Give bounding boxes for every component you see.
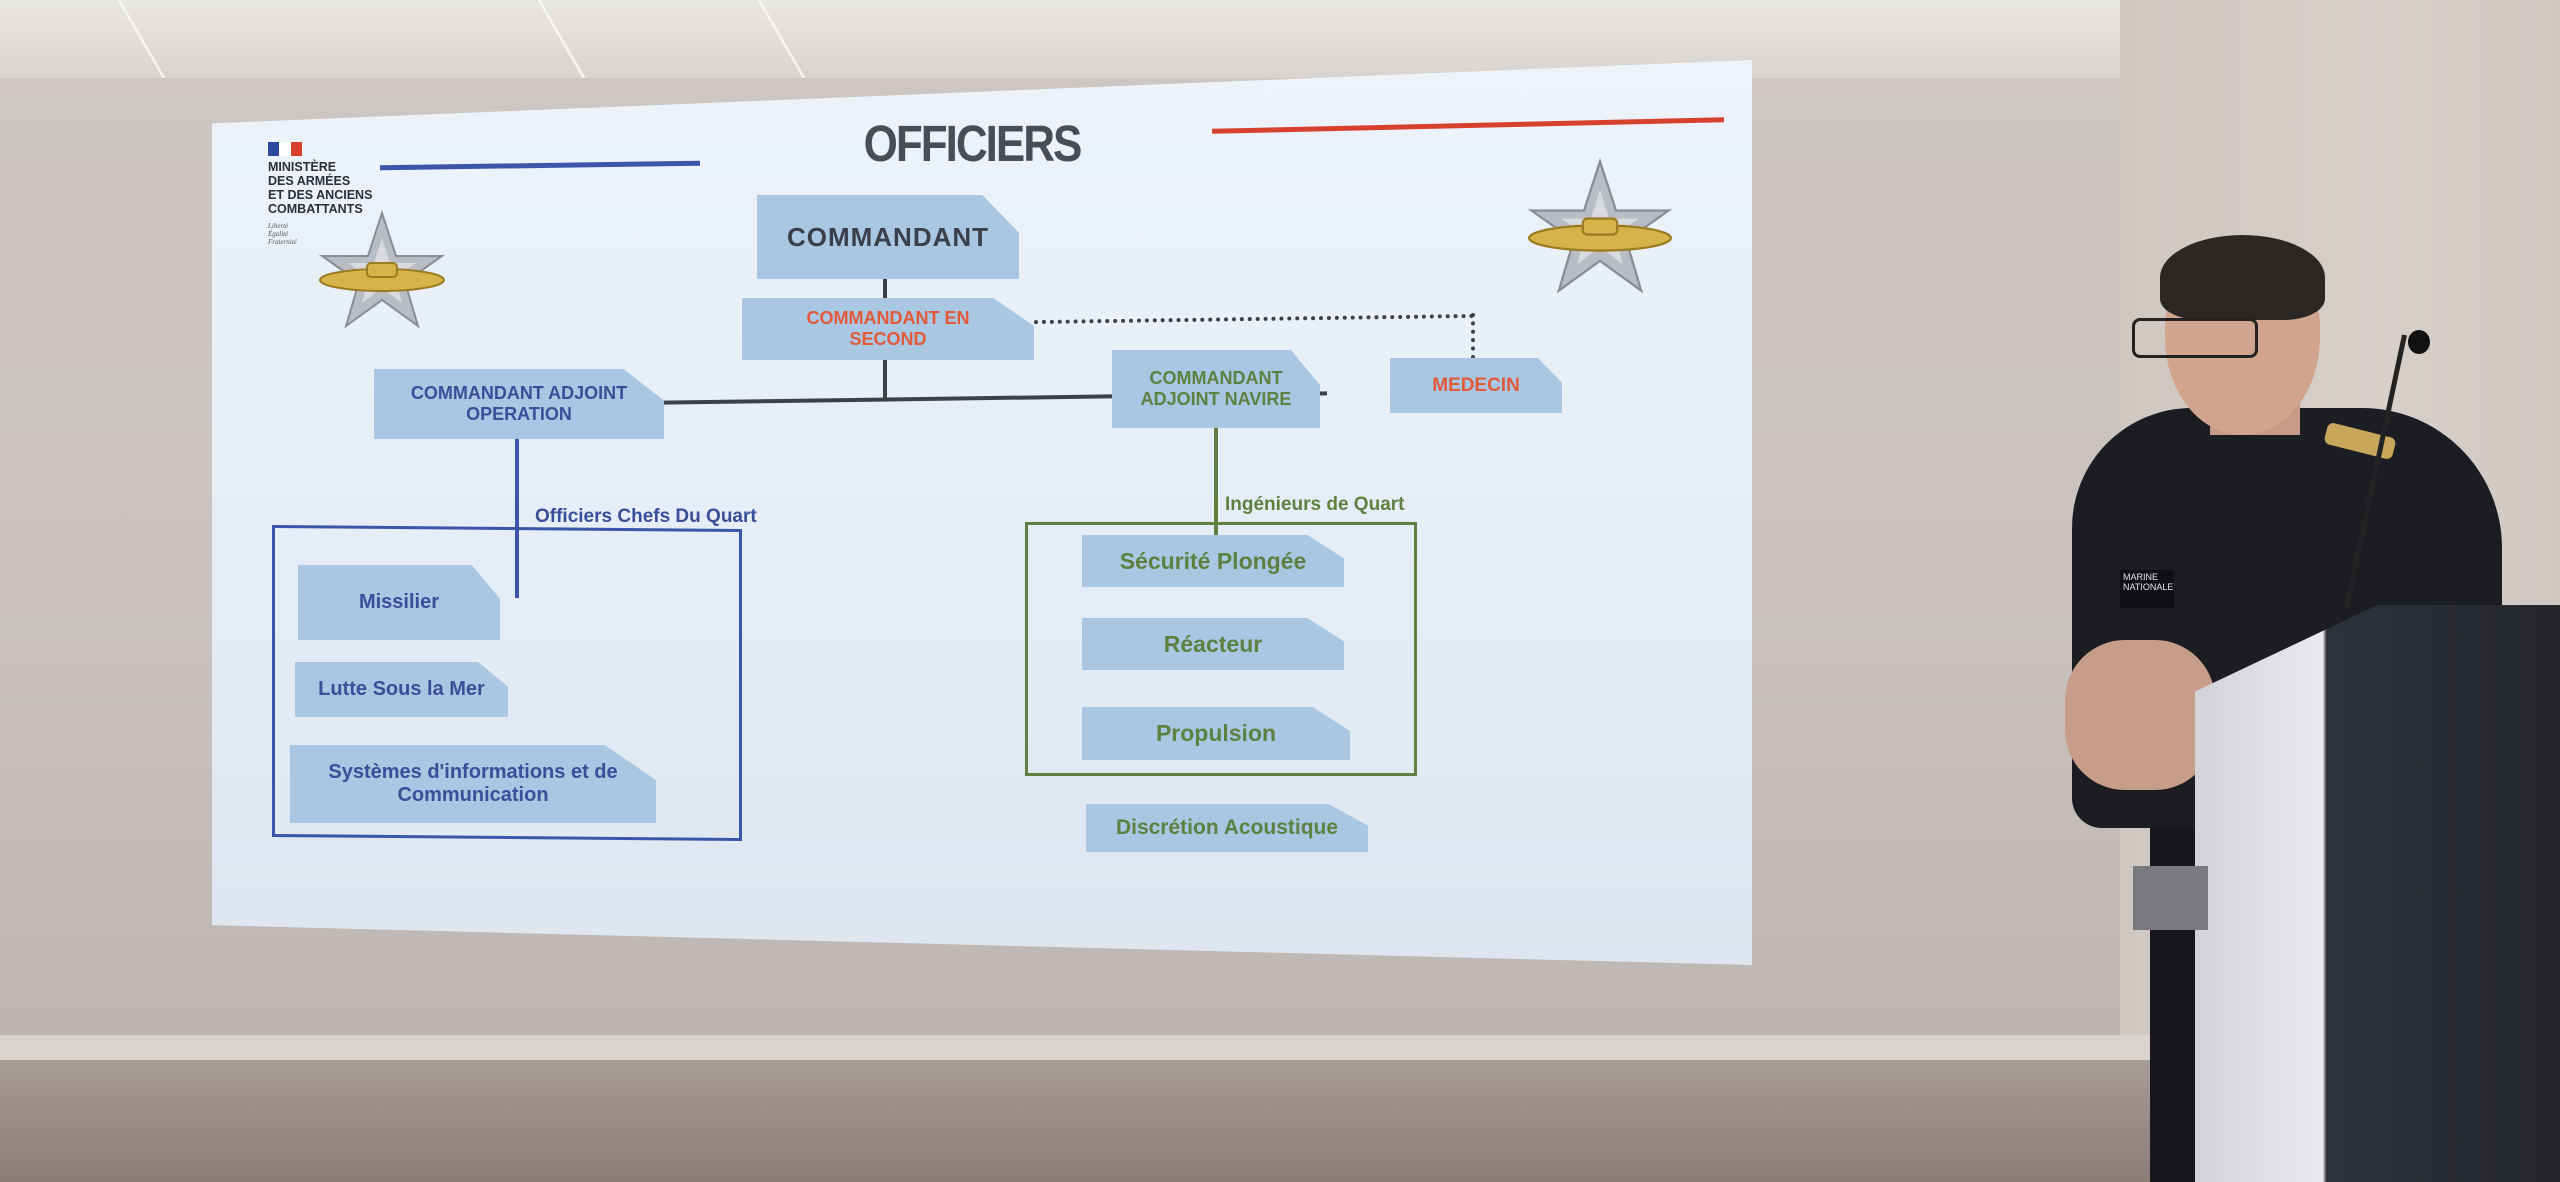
- connector-dotted-medecin: [1033, 313, 1475, 325]
- floor: [0, 1060, 2560, 1182]
- connector-operation-down: [515, 438, 519, 598]
- operation-group-label: Officiers Chefs Du Quart: [535, 506, 757, 527]
- connector-dotted-down: [1471, 313, 1475, 359]
- speaker-hands: [2065, 640, 2215, 790]
- glasses-icon: [2132, 318, 2258, 358]
- motto-line: Fraternité: [268, 238, 297, 246]
- ministry-line: ET DES ANCIENS: [268, 188, 373, 202]
- header-line-blue: [379, 160, 701, 171]
- navire-item: Réacteur: [1082, 618, 1344, 670]
- slide-title: OFFICIERS: [863, 116, 1083, 173]
- connector-commandant-second: [883, 278, 887, 305]
- navire-item: Sécurité Plongée: [1082, 535, 1344, 587]
- ministry-line: MINISTÈRE: [268, 160, 337, 174]
- operation-item: Systèmes d'informations et de Communicat…: [290, 745, 656, 823]
- microphone-icon: [2408, 330, 2430, 354]
- podium: [2195, 605, 2560, 1182]
- commandant-adjoint-navire-box: COMMANDANT ADJOINT NAVIRE: [1112, 350, 1320, 428]
- motto-line: Liberté: [268, 222, 289, 230]
- ministry-line: COMBATTANTS: [268, 202, 363, 216]
- uniform-badge: MARINE NATIONALE: [2120, 570, 2174, 608]
- commandant-adjoint-operation-box: COMMANDANT ADJOINT OPERATION: [374, 369, 664, 439]
- navire-group-label: Ingénieurs de Quart: [1225, 494, 1405, 515]
- republic-logo: MINISTÈRE DES ARMÉES ET DES ANCIENS COMB…: [268, 138, 408, 248]
- commandant-second-box: COMMANDANT EN SECOND: [742, 298, 1034, 360]
- navire-item: Propulsion: [1082, 707, 1350, 760]
- projected-slide: MINISTÈRE DES ARMÉES ET DES ANCIENS COMB…: [212, 60, 1752, 965]
- commandant-box: COMMANDANT: [757, 195, 1019, 279]
- operation-item: Lutte Sous la Mer: [295, 662, 508, 717]
- connector-second-down: [883, 360, 887, 398]
- header-line-red: [1212, 117, 1724, 134]
- connector-navire-down: [1214, 428, 1218, 584]
- motto-line: Égalité: [268, 230, 289, 238]
- submarine-insignia-right: [1527, 157, 1673, 294]
- discretion-acoustique-box: Discrétion Acoustique: [1086, 804, 1368, 852]
- ministry-line: DES ARMÉES: [268, 174, 351, 188]
- operation-item: Missilier: [298, 565, 500, 640]
- medecin-box: MEDECIN: [1390, 358, 1562, 413]
- submarine-insignia-left: [318, 209, 446, 329]
- flag-icon: [268, 142, 302, 156]
- navire-group-frame: [1025, 522, 1417, 776]
- podium-device: [2133, 866, 2208, 930]
- speaker-hair: [2160, 235, 2325, 320]
